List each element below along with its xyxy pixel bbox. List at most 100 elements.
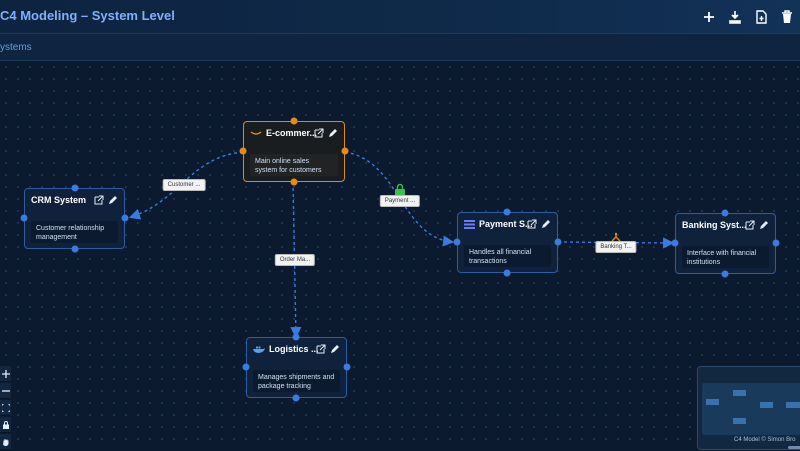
- pan-button[interactable]: [0, 434, 11, 450]
- handle-crm-right[interactable]: [121, 214, 129, 222]
- pencil-icon: [328, 128, 337, 137]
- handle-payment-top[interactable]: [503, 208, 511, 216]
- node-title: CRM System: [31, 195, 87, 205]
- node-description: Interface with financial institutions: [682, 246, 769, 268]
- external-link-icon: [94, 195, 103, 204]
- handle-payment-left[interactable]: [453, 238, 461, 246]
- toolbar: [696, 5, 800, 29]
- node-description: Manages shipments and package tracking: [253, 370, 340, 392]
- export-button[interactable]: [748, 5, 774, 29]
- open-link-button[interactable]: [315, 343, 326, 354]
- zoom-out-button[interactable]: [0, 383, 11, 399]
- open-link-button[interactable]: [313, 127, 324, 138]
- node-crm-system[interactable]: CRM System Customer relationship managem…: [24, 188, 125, 249]
- plus-icon: [704, 12, 714, 22]
- open-link-button[interactable]: [93, 194, 104, 205]
- node-description: Customer relationship management: [31, 221, 118, 243]
- file-export-icon: [756, 10, 767, 24]
- node-title: E-commer...: [266, 128, 318, 138]
- edge-label-banking[interactable]: Banking T...: [595, 241, 637, 253]
- fit-view-icon: [1, 403, 10, 412]
- pencil-icon: [541, 219, 550, 228]
- minimap-credit: C4 Model © Simon Bro: [734, 437, 796, 443]
- minimap-node: [706, 399, 719, 405]
- download-button[interactable]: [722, 5, 748, 29]
- docker-whale-icon: [253, 345, 265, 353]
- handle-banking-right[interactable]: [772, 239, 780, 247]
- handle-logistics-bottom[interactable]: [292, 394, 300, 402]
- open-link-button[interactable]: [744, 219, 755, 230]
- pencil-icon: [108, 195, 117, 204]
- delete-button[interactable]: [774, 5, 800, 29]
- edge-banking[interactable]: [557, 237, 675, 249]
- node-title: Logistics ...: [269, 344, 319, 354]
- node-title-wrap: Logistics ...: [253, 344, 319, 354]
- amazon-smile-icon: [250, 129, 262, 137]
- node-banking-system[interactable]: Banking Syst... Interface with financial…: [675, 213, 776, 274]
- branch-icon: [611, 232, 621, 242]
- handle-crm-bottom[interactable]: [71, 245, 79, 253]
- handle-logistics-top[interactable]: [292, 333, 300, 341]
- handle-banking-bottom[interactable]: [721, 270, 729, 278]
- edge-order[interactable]: [290, 181, 302, 339]
- handle-ecommerce-right[interactable]: [341, 147, 349, 155]
- minimap-scrollbar[interactable]: [788, 446, 800, 449]
- node-logistics-system[interactable]: Logistics ... Manages shipments and pack…: [246, 337, 347, 398]
- handle-crm-left[interactable]: [20, 214, 28, 222]
- breadcrumb[interactable]: ystems: [0, 42, 32, 53]
- hand-icon: [2, 438, 8, 446]
- handle-ecommerce-left[interactable]: [239, 147, 247, 155]
- lock-icon: [2, 420, 9, 429]
- node-ecommerce-system[interactable]: E-commer... Main online sales system for…: [243, 121, 345, 182]
- node-description: Main online sales system for customers: [250, 154, 338, 176]
- external-link-icon: [314, 128, 323, 137]
- add-button[interactable]: [696, 5, 722, 29]
- edit-button[interactable]: [329, 343, 340, 354]
- edge-label-payment[interactable]: Payment ...: [379, 195, 421, 207]
- handle-logistics-left[interactable]: [242, 363, 250, 371]
- edit-button[interactable]: [540, 218, 551, 229]
- breadcrumb-bar: ystems: [0, 34, 800, 61]
- edit-button[interactable]: [107, 194, 118, 205]
- node-title: Banking Syst...: [682, 220, 747, 230]
- node-title-wrap: E-commer...: [250, 128, 317, 138]
- handle-ecommerce-bottom[interactable]: [290, 178, 298, 186]
- external-link-icon: [527, 219, 536, 228]
- diagram-canvas[interactable]: Customer ... Payment ... Order Ma... Ban…: [0, 61, 800, 450]
- fit-view-button[interactable]: [0, 400, 11, 416]
- handle-banking-top[interactable]: [721, 209, 729, 217]
- download-icon: [729, 11, 741, 24]
- external-link-icon: [745, 220, 754, 229]
- lock-button[interactable]: [0, 417, 11, 433]
- zoom-in-button[interactable]: [0, 366, 11, 382]
- handle-banking-left[interactable]: [671, 239, 679, 247]
- handle-payment-bottom[interactable]: [503, 269, 511, 277]
- app-header: C4 Modeling – System Level: [0, 0, 800, 34]
- plus-icon: [1, 369, 10, 378]
- minimap-viewport[interactable]: [702, 383, 800, 435]
- node-description: Handles all financial transactions: [464, 245, 551, 267]
- edge-label-order[interactable]: Order Ma...: [274, 254, 316, 266]
- edge-customer[interactable]: [128, 145, 253, 220]
- handle-ecommerce-top[interactable]: [290, 117, 298, 125]
- open-link-button[interactable]: [526, 218, 537, 229]
- handle-crm-top[interactable]: [71, 184, 79, 192]
- handle-logistics-right[interactable]: [343, 363, 351, 371]
- edge-label-customer[interactable]: Customer ...: [162, 179, 206, 191]
- external-link-icon: [316, 344, 325, 353]
- minimap-node: [733, 390, 746, 396]
- node-payment-system[interactable]: Payment S... Handles all financial trans…: [457, 212, 558, 273]
- trash-icon: [782, 10, 792, 23]
- node-title: Payment S...: [479, 219, 533, 229]
- pencil-icon: [330, 344, 339, 353]
- lock-icon: [395, 183, 405, 196]
- edit-button[interactable]: [758, 219, 769, 230]
- handle-payment-right[interactable]: [554, 238, 562, 246]
- page-title: C4 Modeling – System Level: [0, 8, 175, 23]
- minimap[interactable]: C4 Model © Simon Bro: [697, 366, 800, 450]
- minus-icon: [1, 389, 10, 392]
- minimap-node: [760, 402, 773, 408]
- zoom-controls: [0, 366, 11, 451]
- stack-icon: [464, 219, 475, 229]
- edit-button[interactable]: [327, 127, 338, 138]
